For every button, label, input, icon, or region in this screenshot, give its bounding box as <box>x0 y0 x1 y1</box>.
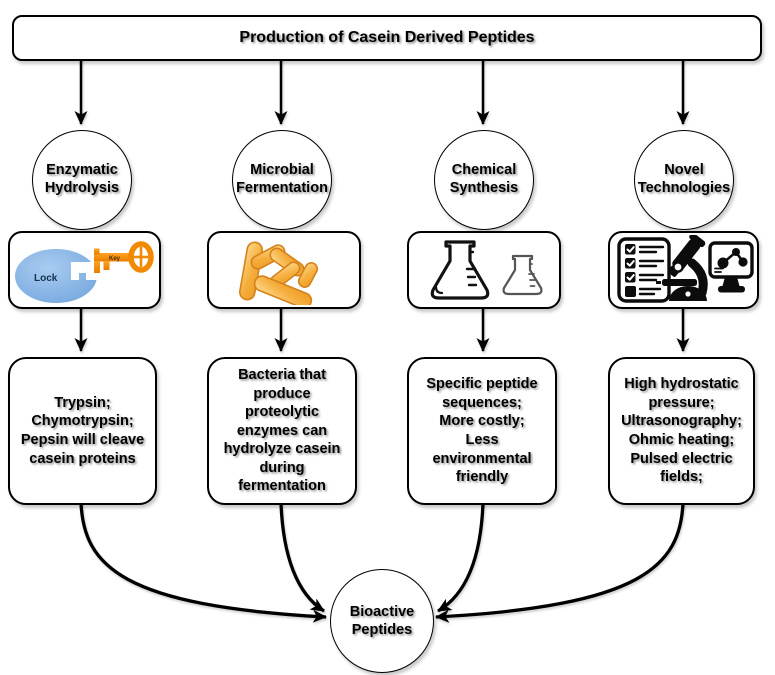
icon-box-enzymatic: Lock Key <box>8 231 161 309</box>
lock-label: Lock <box>34 273 58 284</box>
flask-small-icon <box>502 254 543 296</box>
desc-box-chemical: Specific peptide sequences; More costly;… <box>407 357 557 505</box>
desc-text: Trypsin; Chymotrypsin; Pepsin will cleav… <box>20 394 145 467</box>
desc-text: High hydrostatic pressure; Ultrasonograp… <box>621 376 742 486</box>
key-label: Key <box>109 256 121 262</box>
title-box: Production of Casein Derived Peptides <box>12 15 762 61</box>
flask-large-icon <box>430 240 490 300</box>
bacteria-cluster-icon <box>238 241 319 305</box>
arrow-desc4-to-outcome <box>435 502 685 623</box>
monitor-molecule-icon <box>708 241 754 293</box>
erlenmeyer-flasks-icon <box>430 240 543 300</box>
key-icon: Key <box>94 241 154 273</box>
microscope-icon <box>656 235 708 301</box>
desc-box-enzymatic: Trypsin; Chymotrypsin; Pepsin will cleav… <box>8 357 157 505</box>
outcome-label: Bioactive Peptides <box>349 603 415 638</box>
desc-box-novel: High hydrostatic pressure; Ultrasonograp… <box>608 357 755 505</box>
branch-circle-novel-technologies: Novel Technologies <box>634 130 734 230</box>
icon-box-novel <box>608 231 759 309</box>
desc-box-microbial: Bacteria that produce proteolytic enzyme… <box>207 357 357 505</box>
bacterium-rod <box>253 275 313 305</box>
arrow-desc1-to-outcome <box>79 502 327 623</box>
arrow-desc3-to-outcome <box>437 502 485 613</box>
outcome-circle-bioactive-peptides: Bioactive Peptides <box>330 569 434 673</box>
bacterium-rod <box>238 241 264 301</box>
lock-icon: Lock <box>15 249 98 303</box>
branch-circle-microbial-fermentation: Microbial Fermentation <box>232 130 332 230</box>
desc-text: Specific peptide sequences; More costly;… <box>426 376 538 486</box>
icon-box-chemical <box>407 231 561 309</box>
branch-circle-enzymatic-hydrolysis: Enzymatic Hydrolysis <box>32 130 132 230</box>
branch-circle-label: Microbial Fermentation <box>236 162 328 196</box>
keyhole-notch <box>71 262 98 280</box>
checklist-icon <box>617 237 671 303</box>
branch-circle-label: Novel Technologies <box>637 162 731 196</box>
desc-text: Bacteria that produce proteolytic enzyme… <box>223 367 341 495</box>
branch-circle-chemical-synthesis: Chemical Synthesis <box>434 130 534 230</box>
lock-and-key-icon: Lock Key <box>15 241 154 303</box>
icon-box-microbial <box>207 231 361 309</box>
page-title: Production of Casein Derived Peptides <box>239 29 535 46</box>
arrow-desc2-to-outcome <box>279 502 325 613</box>
checklist-microscope-monitor-icon <box>617 235 754 303</box>
bacterium-rod <box>297 262 319 288</box>
branch-circle-label: Enzymatic Hydrolysis <box>44 162 120 196</box>
branch-circle-label: Chemical Synthesis <box>449 162 519 196</box>
